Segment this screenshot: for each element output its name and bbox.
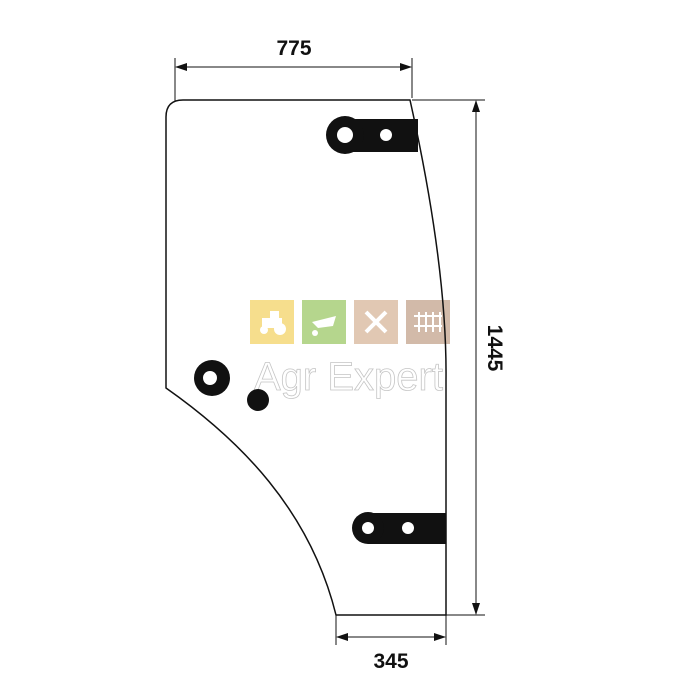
dimension-bottom-width: 345 xyxy=(335,615,447,673)
top-hinge xyxy=(326,116,418,154)
lock-hole xyxy=(194,360,269,411)
dimension-top-width: 775 xyxy=(174,37,413,102)
dimension-label-345: 345 xyxy=(373,650,408,673)
glass-outline xyxy=(165,99,447,616)
watermark-text: Agr Expert xyxy=(254,355,443,399)
dimension-label-1445: 1445 xyxy=(483,325,506,372)
dimension-height: 1445 xyxy=(412,99,506,616)
dimension-label-775: 775 xyxy=(276,37,311,60)
watermark-logo: Agr Expert xyxy=(250,300,450,399)
bottom-hinge xyxy=(352,512,446,544)
